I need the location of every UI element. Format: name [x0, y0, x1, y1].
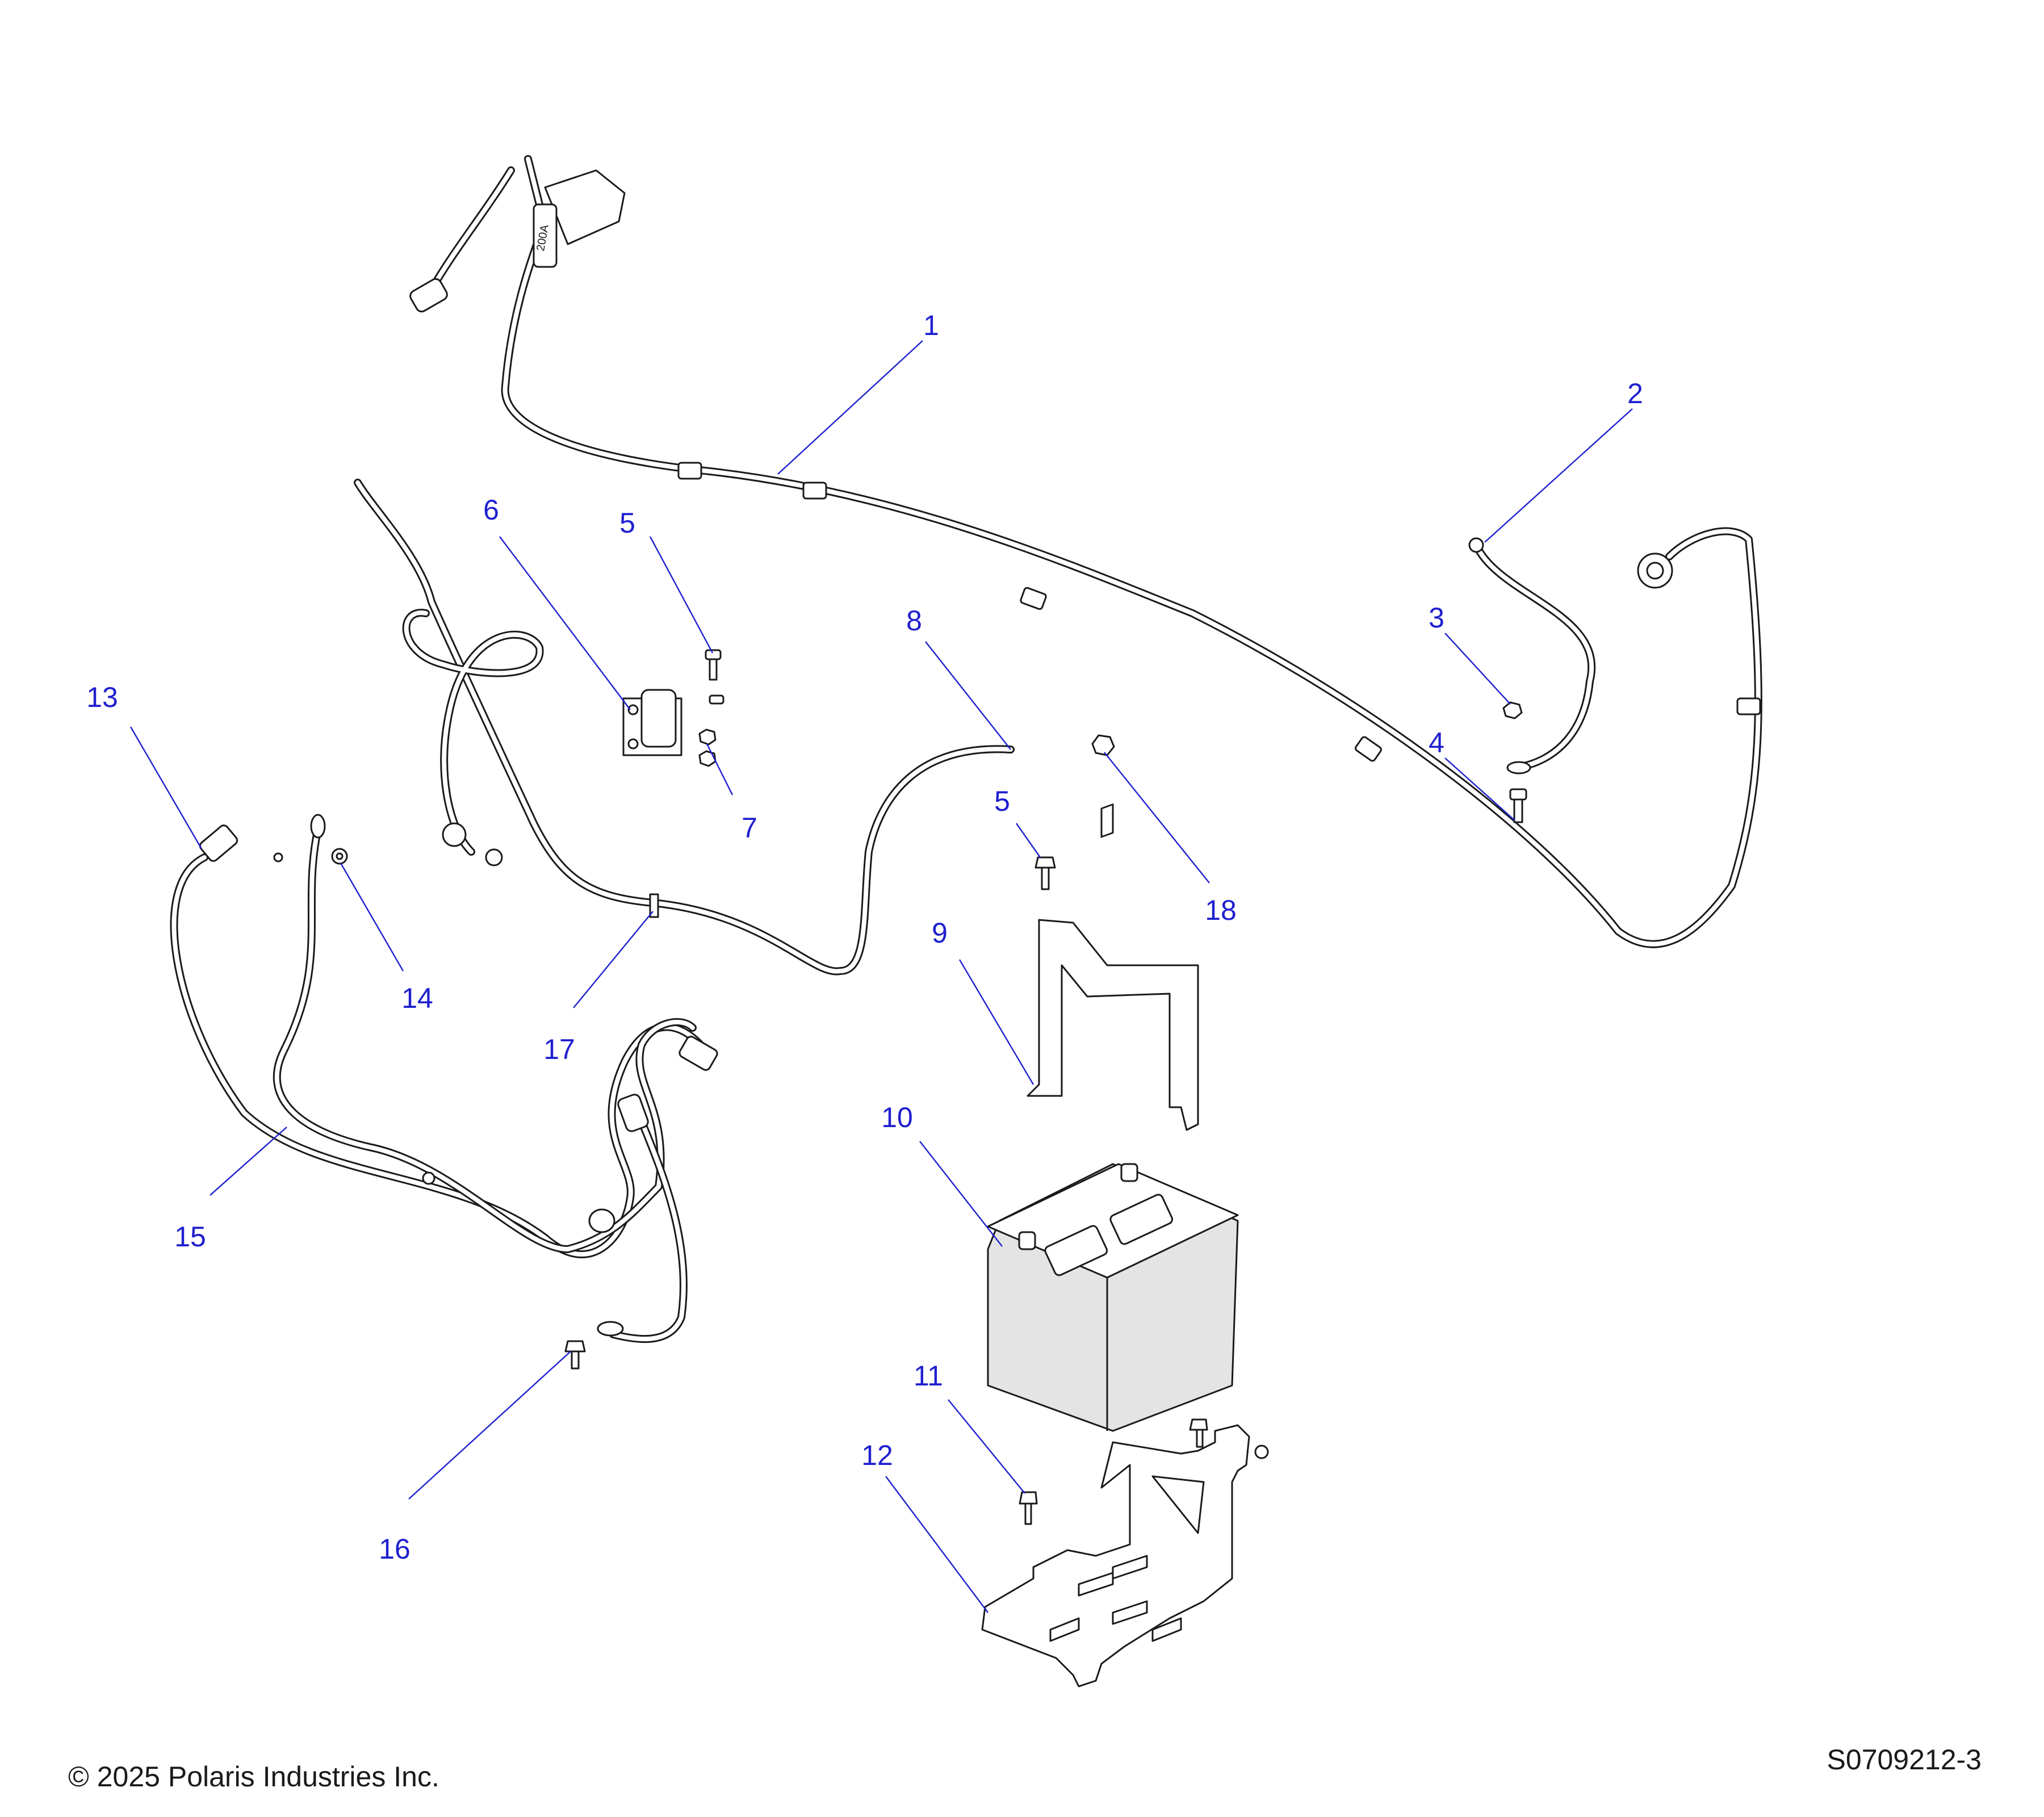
callout-1: 1 — [923, 309, 939, 341]
callout-16: 16 — [379, 1533, 411, 1565]
callout-2: 2 — [1627, 378, 1643, 409]
callout-8: 8 — [906, 605, 922, 637]
nut-14-icon — [331, 848, 348, 865]
callout-18: 18 — [1205, 894, 1237, 926]
nuts-7-icon — [698, 729, 717, 767]
solenoid — [622, 689, 682, 756]
callout-5-lower: 5 — [994, 785, 1010, 817]
battery — [987, 803, 1239, 1432]
bolt-16-icon — [564, 1340, 586, 1370]
callout-3: 3 — [1429, 602, 1444, 634]
main-battery-cable: 200A — [409, 155, 1762, 948]
callout-5-upper: 5 — [619, 507, 635, 539]
copyright-text: © 2025 Polaris Industries Inc. — [68, 1761, 439, 1793]
callout-11: 11 — [914, 1360, 943, 1392]
bolt-5-upper-icon — [705, 649, 724, 705]
callout-12: 12 — [861, 1439, 893, 1471]
callout-13: 13 — [86, 681, 118, 713]
callout-14: 14 — [401, 982, 433, 1014]
callout-10: 10 — [881, 1102, 913, 1133]
drawing-number: S0709212-3 — [1827, 1744, 1982, 1776]
leader-lines — [129, 340, 1633, 1613]
ground-cable — [1468, 537, 1595, 774]
bolt-5-lower-icon — [1034, 856, 1056, 890]
negative-cable-harness — [170, 814, 718, 1343]
bolt-11-icon — [1019, 1491, 1038, 1525]
battery-tray — [981, 1424, 1269, 1688]
callout-9: 9 — [932, 917, 948, 949]
nut-3-icon — [1502, 701, 1523, 719]
callout-15: 15 — [174, 1221, 206, 1253]
bolt-4-icon — [1509, 788, 1527, 823]
callout-17: 17 — [543, 1033, 575, 1065]
nut-18-icon — [1091, 734, 1115, 756]
callout-7: 7 — [742, 812, 757, 844]
bolt-11b-icon — [1189, 1418, 1208, 1448]
callout-numbers: 1 2 3 4 5 6 5 7 8 9 10 11 12 13 14 15 16… — [86, 309, 1643, 1565]
callout-4: 4 — [1429, 727, 1444, 759]
callout-6: 6 — [483, 494, 499, 526]
solenoid-cable — [354, 479, 1015, 976]
battery-hold-down-bracket — [1027, 919, 1199, 1131]
